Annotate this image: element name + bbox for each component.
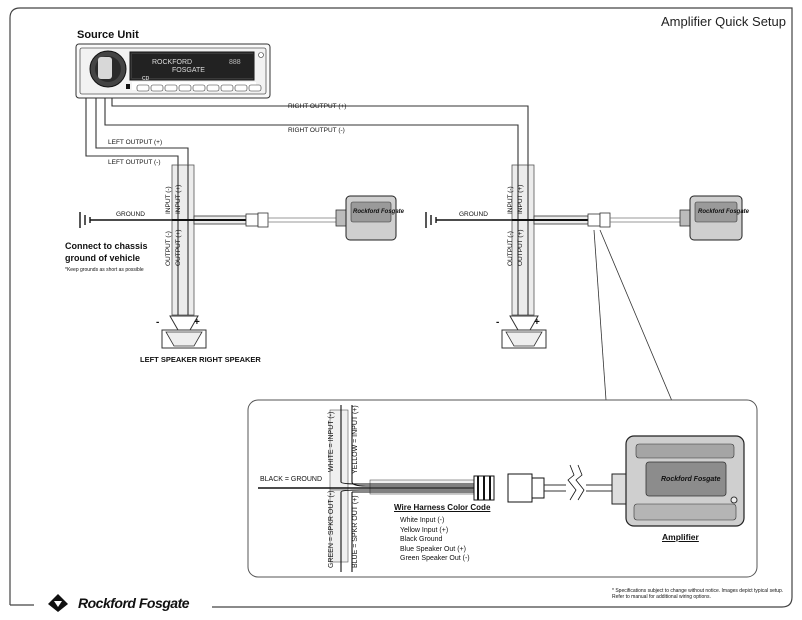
page-title: Amplifier Quick Setup: [661, 14, 786, 29]
amplifier-label: Amplifier: [662, 532, 699, 542]
yellow-input-label: YELLOW = INPUT (+): [352, 405, 359, 474]
right-speaker: [501, 315, 547, 349]
left-output-pos-label: OUTPUT (+): [175, 229, 182, 266]
left-output-neg-label: LEFT OUTPUT (-): [108, 159, 161, 166]
wire-color-legend: White Input (-) Yellow Input (+) Black G…: [400, 516, 470, 564]
right-speaker-neg: -: [496, 317, 500, 328]
left-amp-group: [79, 164, 397, 349]
legend-row: Green Speaker Out (-): [400, 555, 470, 563]
right-output-pos-label: RIGHT OUTPUT (+): [288, 103, 347, 110]
right-output-neg-label: RIGHT OUTPUT (-): [288, 127, 345, 134]
footnote-line2: Refer to manual for additional wiring op…: [612, 594, 711, 600]
right-amp-group: [425, 164, 743, 349]
left-speaker: [161, 315, 207, 349]
ground-note-line2: ground of vehicle: [65, 253, 141, 263]
legend-row: Blue Speaker Out (+): [400, 545, 466, 553]
left-speaker-neg: -: [156, 317, 160, 328]
right-ground-label: GROUND: [459, 211, 488, 218]
white-input-label: WHITE = INPUT (-): [328, 411, 335, 472]
brand-emblem-icon: [48, 594, 68, 612]
footnote-line1: * Specifications subject to change witho…: [612, 588, 784, 594]
detail-amp-logo: Rockford Fosgate: [661, 476, 721, 483]
detail-harness: [258, 405, 612, 572]
right-speaker-pos: +: [534, 317, 540, 328]
right-amp-logo: Rockford Fosgate: [698, 209, 750, 215]
brand-wordmark: Rockford Fosgate: [78, 595, 190, 611]
left-output-neg-label: OUTPUT (-): [165, 231, 172, 266]
green-spkr-label: GREEN = SPKR OUT (-): [328, 490, 335, 568]
display-small: CD: [142, 76, 150, 82]
left-input-neg-label: INPUT (-): [165, 186, 172, 214]
legend-row: Yellow Input (+): [400, 526, 449, 534]
right-input-pos-label: INPUT (+): [517, 184, 524, 214]
right-output-pos-label: OUTPUT (+): [517, 229, 524, 266]
detail-amplifier: [611, 435, 745, 527]
legend-title: Wire Harness Color Code: [394, 503, 491, 512]
legend-row: White Input (-): [400, 517, 445, 524]
blue-spkr-label: BLUE = SPKR OUT (+): [352, 495, 359, 568]
ground-note-line1: Connect to chassis: [65, 241, 148, 251]
left-speaker-pos: +: [194, 317, 200, 328]
source-unit-label: Source Unit: [77, 29, 139, 41]
display-line1: ROCKFORD: [152, 59, 193, 66]
left-amp-logo: Rockford Fosgate: [353, 209, 405, 215]
page-frame: [9, 7, 793, 608]
ground-note-small: *Keep grounds as short as possible: [65, 267, 144, 273]
speakers-label: LEFT SPEAKER RIGHT SPEAKER: [140, 355, 261, 364]
right-input-neg-label: INPUT (-): [507, 186, 514, 214]
left-ground-label: GROUND: [116, 211, 145, 218]
display-line2: FOSGATE: [172, 67, 205, 74]
legend-row: Black Ground: [400, 536, 443, 544]
display-right: 888: [229, 59, 241, 66]
source-unit-head: [75, 43, 271, 99]
left-input-pos-label: INPUT (+): [175, 184, 182, 214]
right-output-neg-label: OUTPUT (-): [507, 231, 514, 266]
left-output-pos-label: LEFT OUTPUT (+): [108, 139, 163, 146]
black-ground-label: BLACK = GROUND: [260, 476, 323, 483]
